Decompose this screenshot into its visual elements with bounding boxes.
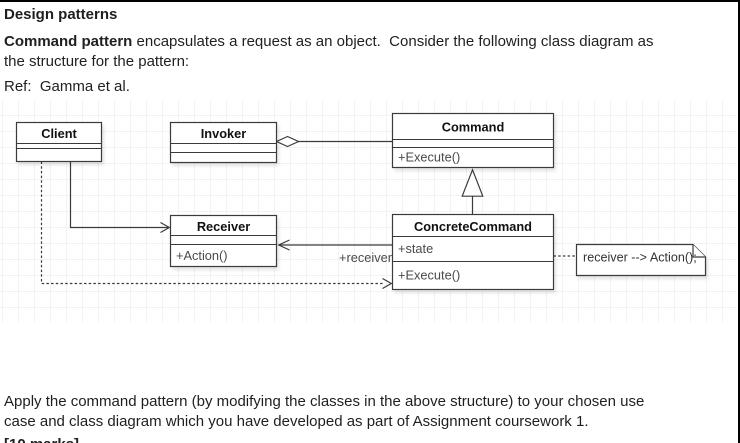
intro-line1-rest: encapsulates a request as an object. Con… — [132, 33, 654, 50]
note-fold-corner-icon — [692, 244, 706, 258]
note-text: receiver --> Action(); — [583, 251, 697, 265]
open-arrowhead-icon — [277, 239, 290, 251]
class-name: Receiver — [197, 219, 250, 234]
open-arrowhead-icon — [382, 277, 393, 290]
open-arrowhead-icon — [160, 221, 171, 234]
class-box-client: Client — [15, 121, 103, 163]
uml-note: receiver --> Action(); — [575, 243, 707, 277]
class-name: Invoker — [201, 126, 247, 141]
class-box-concretecommand: ConcreteCommand +state +Execute() — [391, 213, 555, 291]
page-right-border — [738, 0, 740, 443]
class-name: ConcreteCommand — [414, 219, 532, 234]
apply-paragraph-line2: case and class diagram which you have de… — [4, 413, 589, 430]
class-box-invoker: Invoker — [169, 121, 278, 164]
intro-lead-bold: Command pattern — [4, 33, 133, 50]
page-top-border — [0, 0, 740, 2]
edge-client-concretecommand-dependency — [40, 161, 393, 290]
association-role-label: +receiver — [339, 250, 393, 265]
aggregation-diamond-icon — [275, 135, 300, 148]
class-name: Client — [41, 126, 77, 141]
reference-line: Ref: Gamma et al. — [4, 78, 130, 95]
edge-concretecommand-receiver-association: +receiver — [277, 239, 393, 265]
class-box-command: Command +Execute() — [391, 112, 555, 169]
intro-line1: Command pattern encapsulates a request a… — [4, 32, 653, 51]
class-method: +Execute() — [398, 150, 460, 165]
class-box-receiver: Receiver +Action() — [169, 214, 278, 268]
generalization-triangle-icon — [461, 168, 484, 197]
edge-concretecommand-command-generalization — [461, 168, 484, 215]
marks-line-clipped: [10 marks] — [4, 435, 79, 443]
class-method: +Execute() — [398, 268, 460, 283]
apply-paragraph-line1: Apply the command pattern (by modifying … — [4, 393, 645, 410]
class-attribute: +state — [398, 241, 433, 256]
intro-line2: the structure for the pattern: — [4, 53, 190, 70]
class-method: +Action() — [176, 248, 228, 263]
class-name: Command — [442, 120, 505, 135]
edge-client-receiver-association — [69, 161, 171, 234]
doc-heading: Design patterns — [4, 6, 118, 23]
diagram-grid-canvas — [0, 101, 737, 322]
edge-invoker-command-aggregation — [275, 135, 392, 148]
